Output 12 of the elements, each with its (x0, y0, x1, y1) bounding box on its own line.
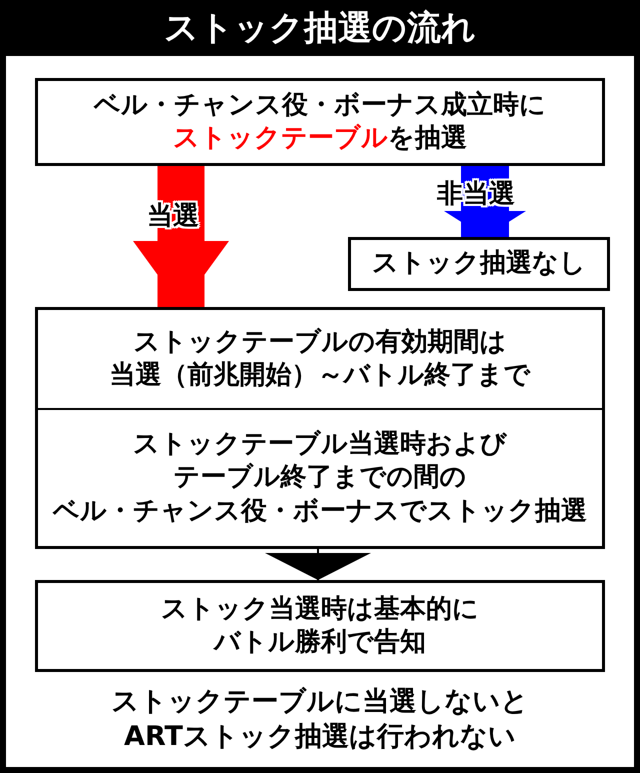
arrow (265, 549, 371, 580)
text-box (35, 307, 605, 549)
text-box (348, 237, 610, 291)
note-text: ストックテーブルに当選しないとARTストック抽選は行われない (110, 685, 530, 754)
text-box (35, 78, 605, 166)
text-box (35, 580, 605, 672)
box-text: ストック抽選なし (372, 247, 586, 280)
box-text: ストック当選時は基本的にバトル勝利で告知 (161, 592, 479, 659)
box-text: ベル・チャンス役・ボーナス成立時にストックテーブルを抽選 (94, 88, 546, 155)
box-text: ストックテーブル当選時およびテーブル終了までの間のベル・チャンス役・ボーナスでストック抽選 (53, 428, 587, 528)
box-text: ストックテーブルの有効期間は当選（前兆開始）～バトル終了まで (110, 326, 530, 392)
arrow (133, 166, 229, 307)
